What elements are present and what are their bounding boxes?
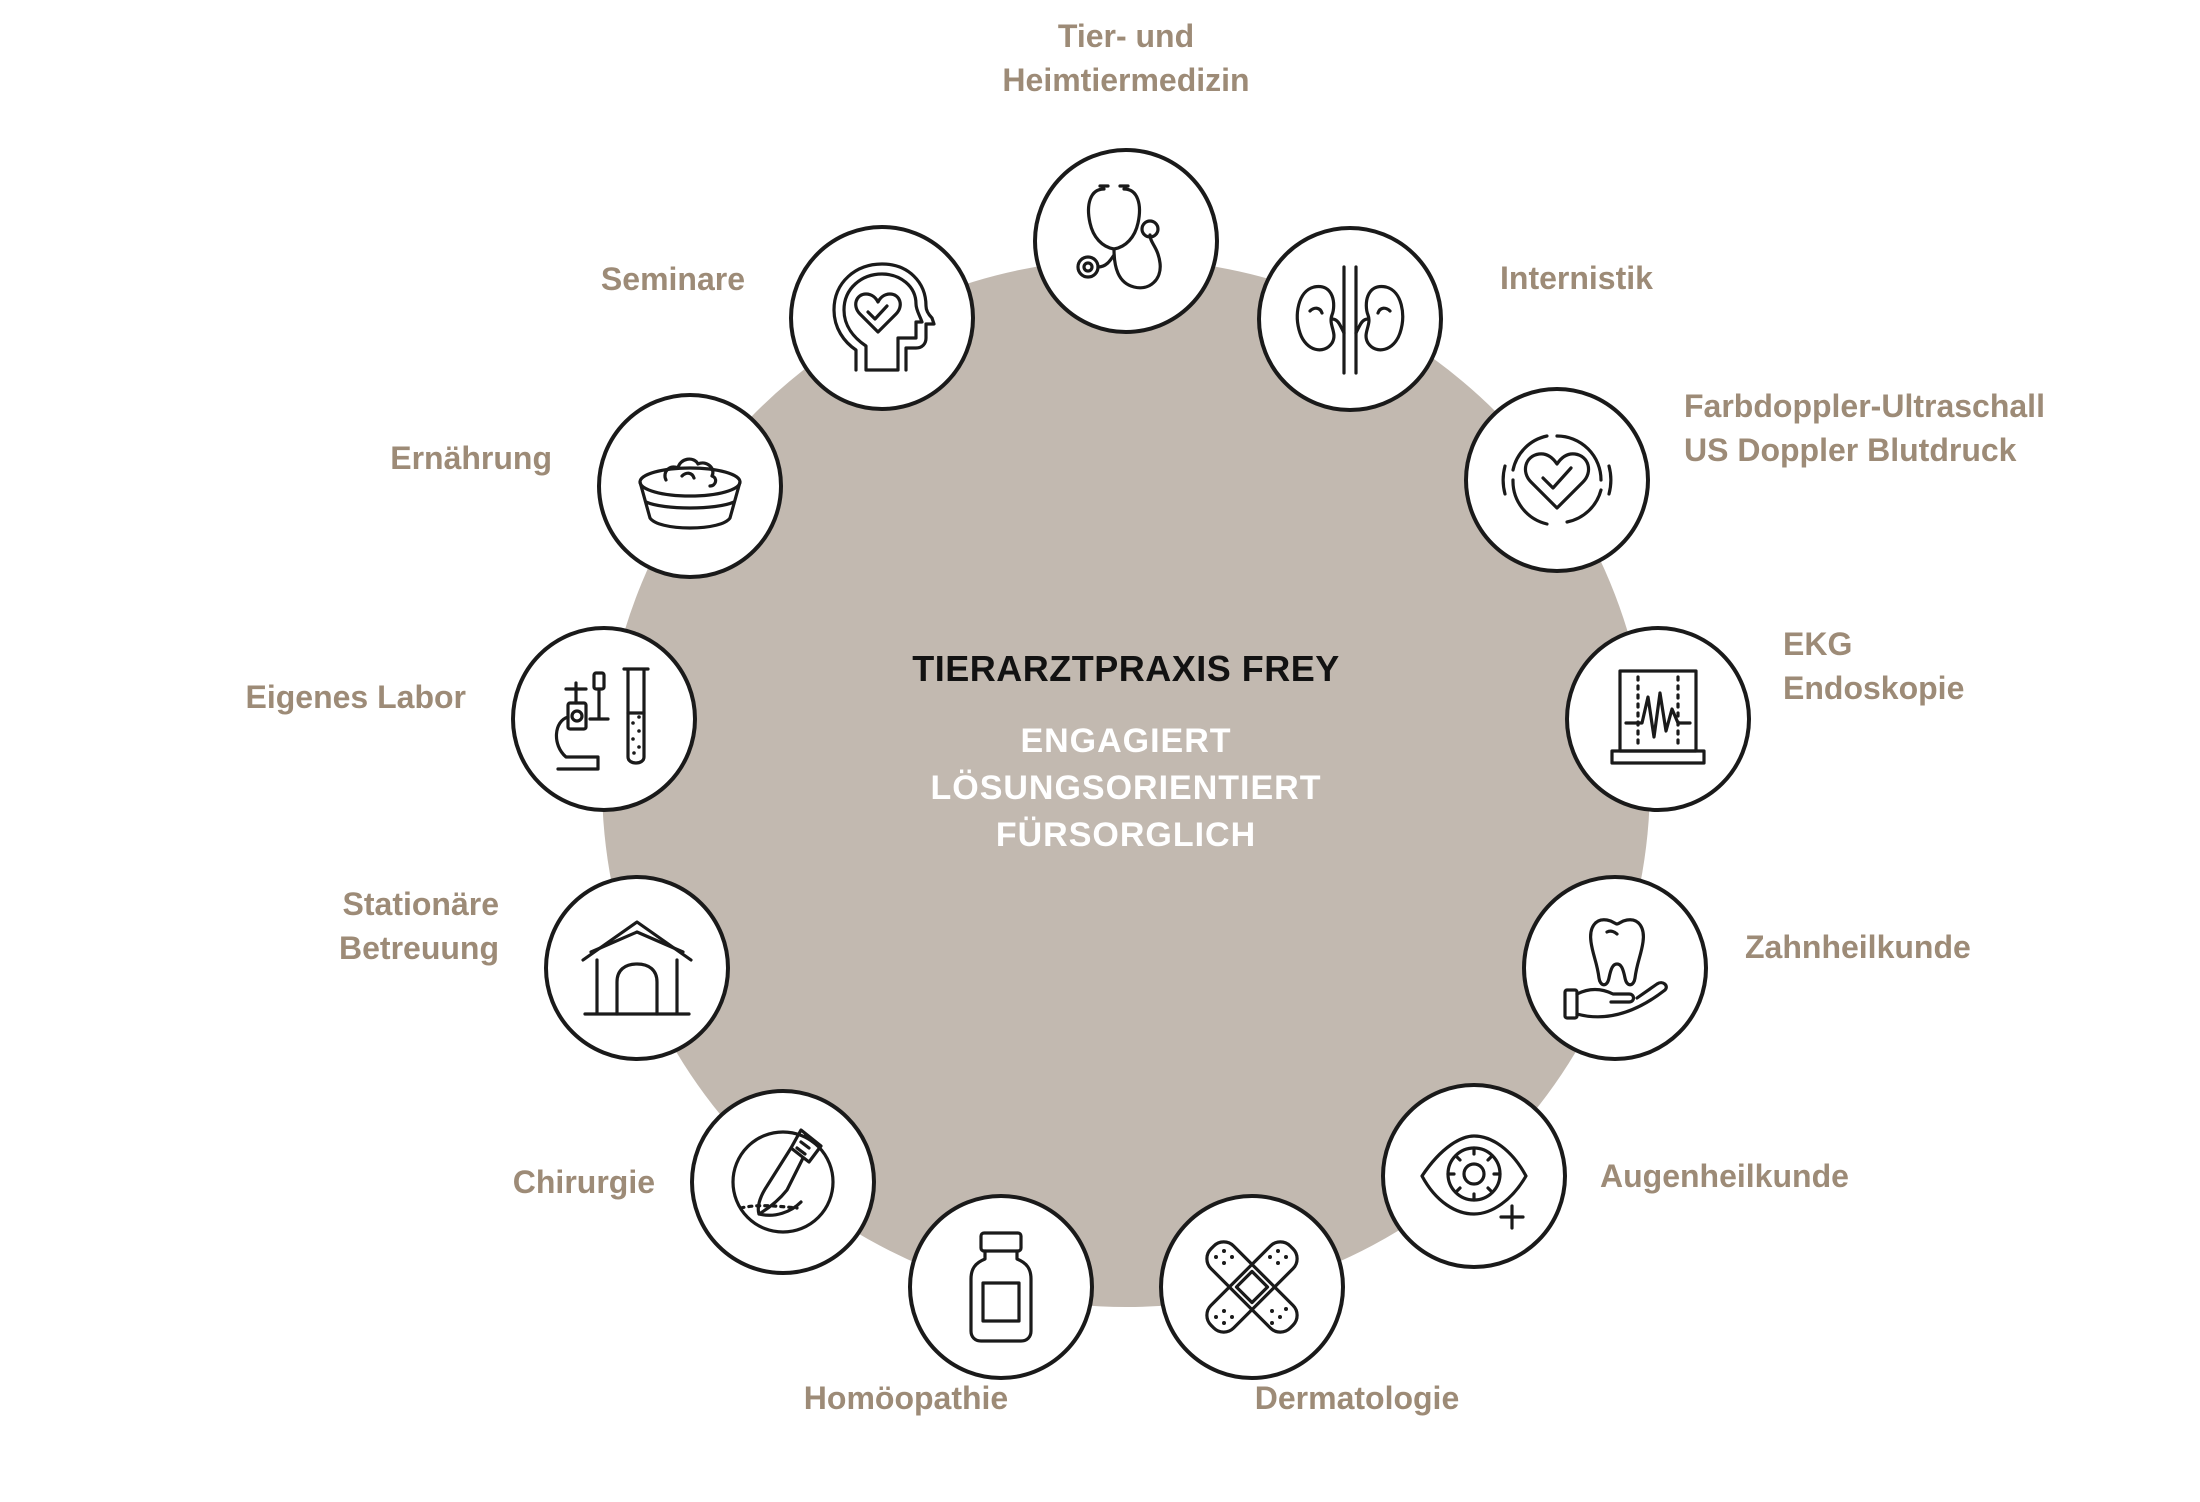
service-label-line: Heimtiermedizin	[1002, 62, 1250, 98]
heart-ultrasound-icon	[1491, 414, 1623, 546]
microscope-icon	[538, 653, 670, 785]
service-circle-chirurgie	[690, 1089, 876, 1275]
service-label-zahnheilkunde: Zahnheilkunde	[1745, 925, 1971, 969]
service-label-seminare: Seminare	[601, 257, 745, 301]
service-label-line: Augenheilkunde	[1600, 1158, 1849, 1194]
tooth-hand-icon	[1549, 902, 1681, 1034]
service-label-line: Dermatologie	[1254, 1380, 1460, 1416]
practice-title: TIERARZTPRAXIS FREY	[912, 648, 1340, 689]
service-circle-augenheilkunde	[1381, 1083, 1567, 1269]
service-label-line: Tier- und	[1057, 18, 1195, 54]
service-circle-stationaere-betreuung	[544, 875, 730, 1061]
service-label-homoeopathie: Homöopathie	[606, 1376, 1206, 1420]
service-circle-ekg	[1565, 626, 1751, 812]
value-line: FÜRSORGLICH	[995, 816, 1257, 854]
kidneys-icon	[1284, 253, 1416, 385]
service-label-augenheilkunde: Augenheilkunde	[1600, 1154, 1849, 1198]
medicine-bottle-icon	[935, 1221, 1067, 1353]
service-circle-zahnheilkunde	[1522, 875, 1708, 1061]
service-label-line: Stationäre	[342, 886, 499, 922]
service-circle-dermatologie	[1159, 1194, 1345, 1380]
doghouse-icon	[571, 902, 703, 1034]
service-circle-ernaehrung	[597, 393, 783, 579]
service-circle-homoeopathie	[908, 1194, 1094, 1380]
service-label-line: Internistik	[1500, 260, 1653, 296]
service-label-farbdoppler: Farbdoppler-Ultraschall US Doppler Blutdr…	[1684, 384, 2045, 472]
service-circle-farbdoppler	[1464, 387, 1650, 573]
service-label-ekg: EKG Endoskopie	[1783, 622, 1964, 710]
head-heart-icon	[816, 252, 948, 384]
service-label-line: Ernährung	[390, 440, 552, 476]
bandage-icon	[1186, 1221, 1318, 1353]
service-label-line: Zahnheilkunde	[1745, 929, 1971, 965]
service-label-line: Endoskopie	[1783, 670, 1965, 706]
service-circle-eigenes-labor	[511, 626, 697, 812]
service-label-internistik: Internistik	[1500, 256, 1653, 300]
service-label-line: Homöopathie	[803, 1380, 1009, 1416]
stethoscope-icon	[1060, 175, 1192, 307]
service-label-line: Farbdoppler-Ultraschall	[1684, 388, 2045, 424]
eye-plus-icon	[1408, 1110, 1540, 1242]
service-label-line: Betreuung	[339, 930, 499, 966]
service-label-line: Eigenes Labor	[245, 679, 467, 715]
service-label-line: US Doppler Blutdruck	[1684, 432, 2017, 468]
value-line: LÖSUNGSORIENTIERT	[930, 769, 1322, 807]
service-label-line: EKG	[1783, 626, 1853, 662]
service-circle-seminare	[789, 225, 975, 411]
service-label-ernaehrung: Ernährung	[390, 436, 552, 480]
ecg-monitor-icon	[1592, 653, 1724, 785]
service-circle-tier-heimtiermedizin	[1033, 148, 1219, 334]
scalpel-icon	[717, 1116, 849, 1248]
service-label-line: Chirurgie	[512, 1164, 655, 1200]
value-line: ENGAGIERT	[1020, 722, 1232, 760]
service-circle-internistik	[1257, 226, 1443, 412]
service-label-dermatologie: Dermatologie	[1057, 1376, 1657, 1420]
practice-values: ENGAGIERT LÖSUNGSORIENTIERT FÜRSORGLICH	[826, 718, 1426, 859]
service-label-chirurgie: Chirurgie	[513, 1160, 655, 1204]
food-bowl-icon	[624, 420, 756, 552]
service-label-line: Seminare	[600, 261, 745, 297]
service-label-eigenes-labor: Eigenes Labor	[246, 675, 467, 719]
